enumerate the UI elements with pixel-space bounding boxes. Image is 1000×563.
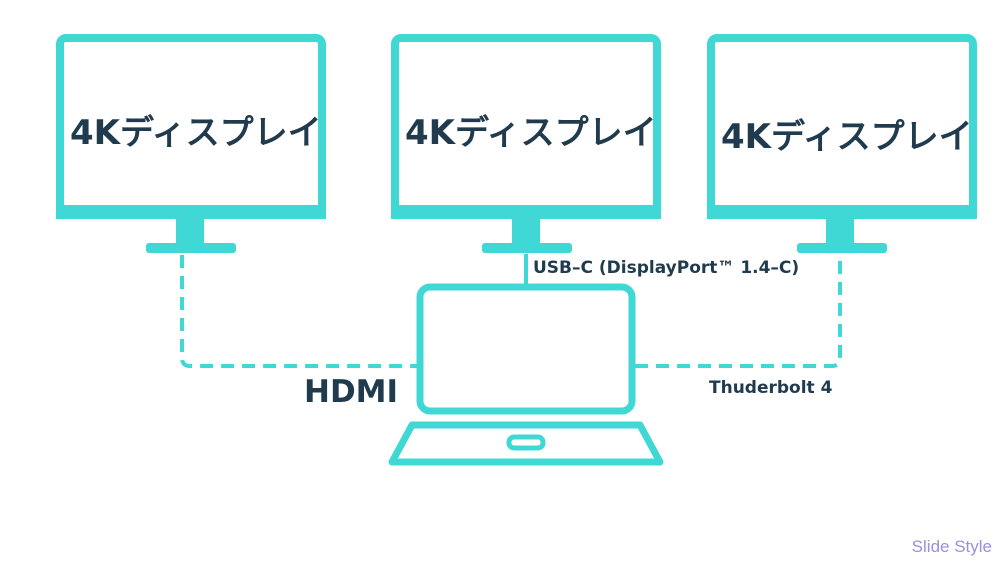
monitor-3-neck — [826, 219, 854, 245]
monitor-2-bezel — [391, 205, 661, 219]
monitor-1-bezel — [56, 205, 326, 219]
laptop-base — [388, 421, 664, 466]
monitor-2-neck — [512, 219, 540, 245]
monitor-1-label: 4Kディスプレイ — [70, 113, 322, 153]
hdmi-cable — [180, 255, 417, 368]
watermark: Slide Style — [911, 537, 992, 556]
monitor-1-neck — [176, 219, 204, 245]
monitor-3 — [707, 34, 977, 253]
monitor-2-label: 4Kディスプレイ — [405, 113, 657, 153]
monitor-3-base — [797, 243, 887, 253]
laptop-screen — [416, 283, 636, 415]
monitor-3-label: 4Kディスプレイ — [721, 117, 973, 157]
monitor-3-bezel — [707, 205, 977, 219]
laptop-touchpad — [506, 434, 546, 451]
monitor-1-base — [146, 243, 236, 253]
hdmi-connection-label: HDMI — [304, 374, 399, 410]
usbc-connection-label: USB–C (DisplayPort™ 1.4–C) — [533, 258, 800, 278]
laptop — [388, 283, 664, 466]
monitor-2 — [391, 34, 661, 253]
monitor-2-base — [482, 243, 572, 253]
monitor-1 — [56, 34, 326, 253]
thunderbolt-connection-label: Thuderbolt 4 — [709, 378, 833, 398]
thunderbolt-cable — [635, 255, 842, 368]
